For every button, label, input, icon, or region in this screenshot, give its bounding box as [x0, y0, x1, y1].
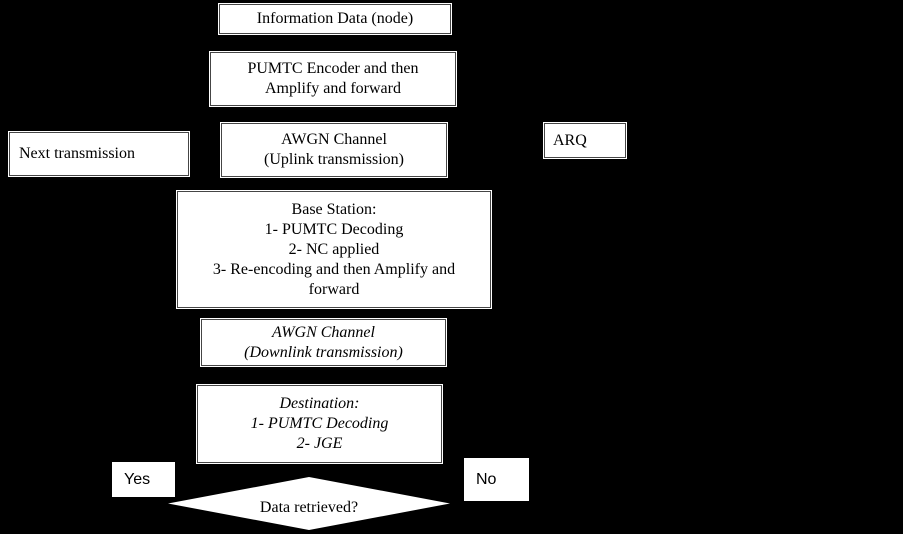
label-no: No — [464, 458, 529, 501]
node-pumtc-encoder: PUMTC Encoder and then Amplify and forwa… — [209, 51, 457, 107]
node-destination-label: Destination: 1- PUMTC Decoding 2- JGE — [250, 395, 389, 452]
node-awgn-channel-uplink-label: AWGN Channel (Uplink transmission) — [264, 131, 404, 168]
label-yes-text: Yes — [124, 470, 151, 488]
node-next-transmission-label: Next transmission — [19, 145, 135, 162]
node-awgn-channel-uplink: AWGN Channel (Uplink transmission) — [220, 122, 448, 178]
node-awgn-channel-downlink: AWGN Channel (Downlink transmission) — [200, 318, 447, 367]
label-yes: Yes — [112, 462, 175, 497]
label-no-text: No — [476, 470, 497, 488]
node-base-station-label: Base Station: 1- PUMTC Decoding 2- NC ap… — [212, 200, 456, 298]
node-awgn-channel-downlink-label: AWGN Channel (Downlink transmission) — [244, 323, 403, 361]
node-destination: Destination: 1- PUMTC Decoding 2- JGE — [196, 384, 443, 464]
node-pumtc-encoder-label: PUMTC Encoder and then Amplify and forwa… — [247, 60, 419, 97]
decision-data-retrieved: Data retrieved? — [168, 477, 450, 530]
decision-data-retrieved-label: Data retrieved? — [259, 498, 359, 516]
node-base-station: Base Station: 1- PUMTC Decoding 2- NC ap… — [176, 190, 492, 309]
node-arq-label: ARQ — [553, 131, 587, 149]
node-information-data: Information Data (node) — [218, 3, 452, 35]
node-next-transmission: Next transmission — [8, 131, 190, 177]
node-information-data-label: Information Data (node) — [256, 10, 414, 27]
node-arq: ARQ — [543, 122, 627, 159]
